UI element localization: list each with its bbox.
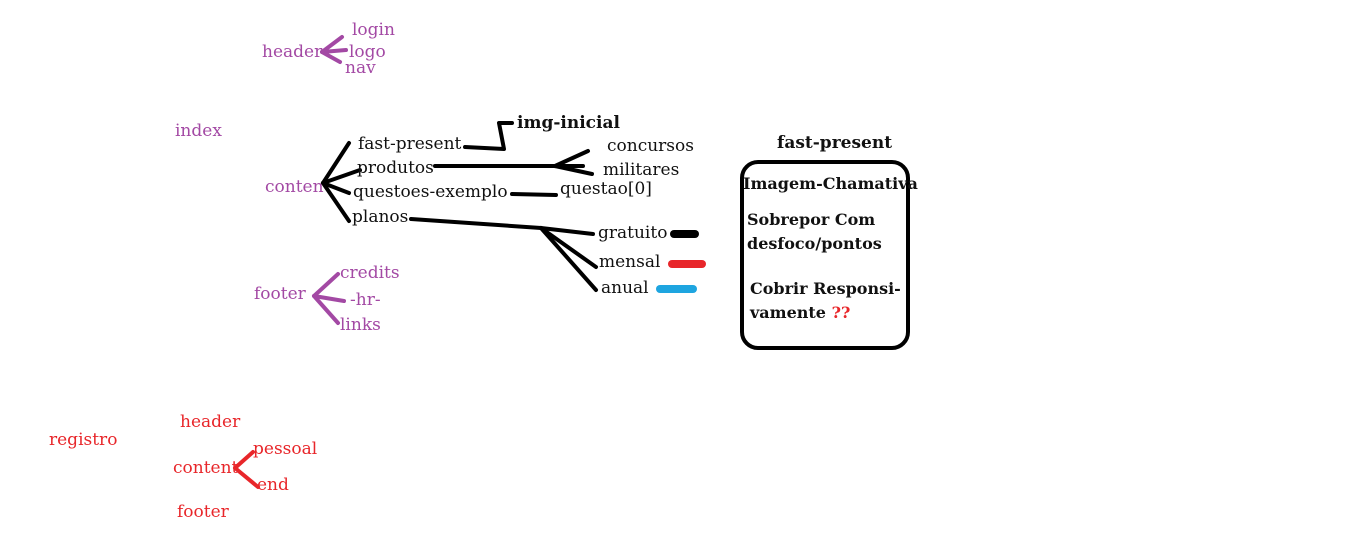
content-child-questoes-exemplo: questoes-exemplo xyxy=(353,182,508,202)
registro-content-pessoal: pessoal xyxy=(253,439,318,459)
leaf-militares: militares xyxy=(603,160,680,180)
leaf-anual: anual xyxy=(601,278,649,298)
content-child-produtos: produtos xyxy=(357,158,434,178)
box-line-vamente: vamente ?? xyxy=(750,301,850,325)
leaf-questao: questao[0] xyxy=(560,179,652,199)
header-child-nav: nav xyxy=(345,58,376,78)
box-question-mark: ?? xyxy=(831,303,851,322)
footer-child-credits: credits xyxy=(340,263,400,283)
content-branch xyxy=(321,141,362,223)
fast-present-box xyxy=(740,160,910,350)
content-child-fast-present: fast-present xyxy=(358,134,462,154)
footer-child-hr: -hr- xyxy=(350,290,381,310)
box-line-desfoco: desfoco/pontos xyxy=(747,234,882,253)
box-line-vamente-text: vamente xyxy=(750,303,826,322)
content-label: conten xyxy=(265,177,324,197)
footer-child-links: links xyxy=(340,315,381,335)
box-line-sobrepor: Sobrepor Com xyxy=(747,210,876,229)
header-child-logo: logo xyxy=(349,42,386,62)
leaf-mensal: mensal xyxy=(599,252,661,272)
registro-header: header xyxy=(180,412,241,432)
header-label: header xyxy=(262,42,323,62)
footer-arrow xyxy=(312,272,346,325)
registro-content: content xyxy=(173,458,239,478)
registro-footer: footer xyxy=(177,502,229,522)
box-line-imagem: Imagem-Chamativa xyxy=(743,174,918,193)
connectors xyxy=(409,121,598,292)
registro-label: registro xyxy=(49,430,118,450)
index-label: index xyxy=(175,121,222,141)
fast-present-box-title: fast-present xyxy=(777,133,893,153)
leaf-concursos: concursos xyxy=(607,136,694,156)
header-child-login: login xyxy=(352,20,395,40)
header-arrow xyxy=(320,35,348,64)
registro-content-arrow xyxy=(233,450,260,489)
box-line-cobrir: Cobrir Responsi- xyxy=(750,279,901,298)
registro-content-end: end xyxy=(257,475,289,495)
leaf-img-inicial: img-inicial xyxy=(517,113,620,133)
content-child-planos: planos xyxy=(352,207,409,227)
leaf-gratuito: gratuito xyxy=(598,223,668,243)
footer-label: footer xyxy=(254,284,306,304)
